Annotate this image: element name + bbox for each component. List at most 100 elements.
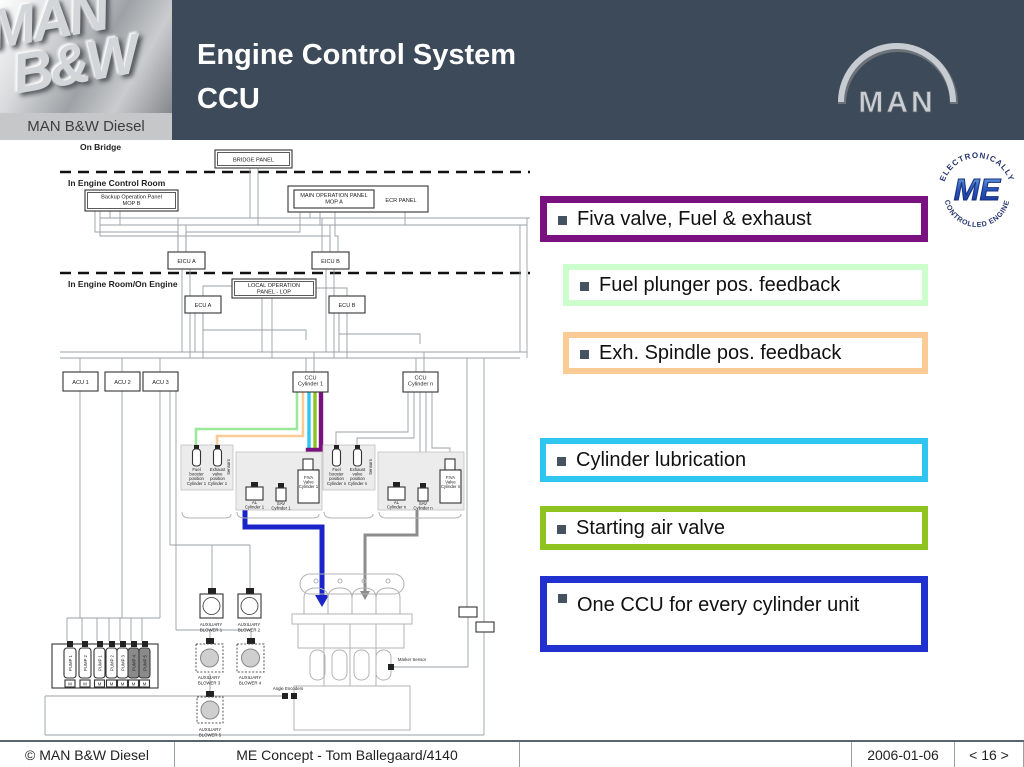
ccu-n-engine-arrow [360,591,370,600]
sensors-label: Sensors [226,459,231,475]
title-line-2: CCU [197,83,260,115]
callout-label: Starting air valve [576,516,725,539]
title-line-1: Engine Control System [197,39,517,71]
sensors-label: Sensors [368,459,373,475]
svg-text:PUMP 1: PUMP 1 [98,654,103,671]
svg-text:PUMP 2: PUMP 2 [110,654,115,671]
svg-text:M: M [98,682,102,687]
marker-sensor-label: Marker Sensor [398,657,427,662]
engine-control-diagram: On Bridge In Engine Control Room In Engi… [44,142,530,738]
man-arch-logo: MAN [838,43,958,119]
svg-text:M: M [132,682,136,687]
callout-starting-air-valve: Starting air valve [540,506,928,550]
acu-2-box: ACU 2 [114,380,130,386]
bullet-icon [557,456,566,466]
section-ecr: In Engine Control Room [68,178,166,188]
footer-date: 2006-01-06 [852,742,955,767]
shaft-sensors: Marker Sensor Angle Encoders [273,657,427,699]
ecu-b-box: ECU B [338,303,355,309]
svg-text:PUMP 4: PUMP 4 [132,654,137,671]
ccu-engine-wire [242,510,325,596]
ccu-n-engine-wire [363,510,419,592]
callout-one-ccu-per-cylinder: One CCU for every cylinder unit [540,576,928,652]
footer-spacer [520,742,852,767]
svg-text:PUMP 5: PUMP 5 [143,654,148,671]
fuel-feedback-wire [194,392,299,448]
ecu-a-box: ECU A [195,303,212,309]
svg-text:M: M [143,682,147,687]
network-wires [44,168,530,736]
callout-fuel-plunger-feedback: Fuel plunger pos. feedback [563,264,928,306]
callout-fiva-valve: Fiva valve, Fuel & exhaust [540,196,928,242]
callout-cylinder-lubrication: Cylinder lubrication [540,438,928,482]
section-engine-room: In Engine Room/On Engine [68,279,178,289]
svg-text:M: M [110,682,114,687]
section-on-bridge: On Bridge [80,142,121,152]
callout-label: Fiva valve, Fuel & exhaust [577,207,812,230]
bridge-panel-box: BRIDGE PANEL [233,158,274,164]
callout-label: Exh. Spindle pos. feedback [599,341,842,364]
footer-concept: ME Concept - Tom Ballegaard/4140 [175,742,520,767]
pumps: PUMP 1 PUMP 2 PUMP 1 PUMP 2 PUMP 3 PUMP … [63,641,151,679]
svg-text:PUMP 2: PUMP 2 [83,654,88,671]
eicu-b-box: EICU B [321,259,340,265]
angle-encoders-label: Angle Encoders [273,686,303,691]
callout-label: Cylinder lubrication [576,448,747,471]
footer-bar: © MAN B&W Diesel ME Concept - Tom Balleg… [0,740,1024,767]
acu-3-box: ACU 3 [152,380,168,386]
me-engine-badge: ELECTRONICALLY CONTROLLED ENGINE ME [938,151,1015,229]
svg-text:M: M [121,682,125,687]
footer-copyright: © MAN B&W Diesel [0,742,175,767]
bullet-icon [580,281,589,291]
callout-label: One CCU for every cylinder unit [577,594,860,616]
bullet-icon [558,215,567,225]
footer-page-number[interactable]: < 16 > [955,742,1024,767]
manbw-caption: MAN B&W Diesel [0,113,172,140]
page-title: Engine Control System CCU [197,33,516,121]
man-logo-text: MAN [858,86,935,119]
pump-station: PUMP 1 PUMP 2 PUMP 1 PUMP 2 PUMP 3 PUMP … [51,641,159,689]
callout-exh-spindle-feedback: Exh. Spindle pos. feedback [563,332,928,374]
svg-text:PUMP 3: PUMP 3 [121,654,126,671]
bullet-icon [558,594,567,603]
pump-motors: M M M M M M M [64,679,151,688]
badge-me-text: ME [954,172,1002,207]
callout-label: Fuel plunger pos. feedback [599,273,841,296]
junction-boxes [458,606,495,633]
svg-text:PUMP 1: PUMP 1 [68,654,73,671]
bullet-icon [557,524,566,534]
ccu-engine-arrow [315,595,329,607]
eicu-a-box: EICU A [177,259,196,265]
svg-text:M: M [83,682,87,687]
engine-cross-section [291,573,413,731]
acu-1-box: ACU 1 [72,380,88,386]
